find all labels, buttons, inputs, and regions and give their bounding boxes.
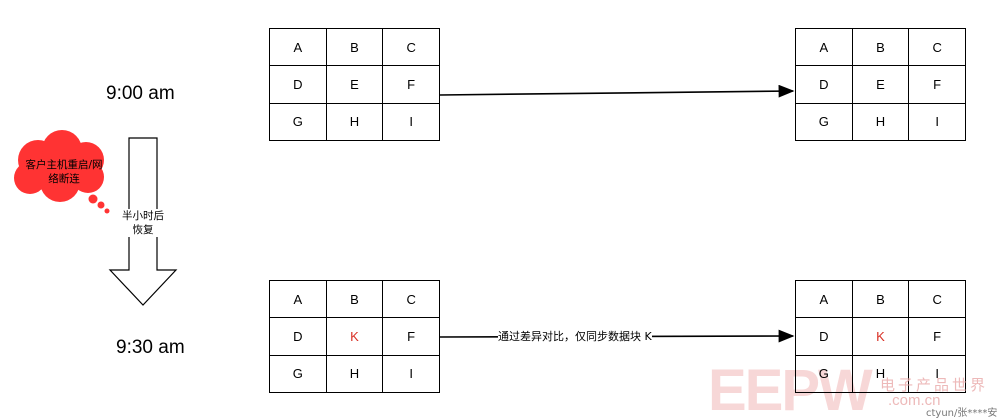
data-block-cell: B [851,27,910,67]
data-block-cell: D [795,317,853,356]
data-block-cell: G [269,354,327,394]
time-label-end: 9:30 am [116,337,185,358]
data-block-cell: F [908,65,966,104]
data-block-cell: B [325,27,384,67]
data-block-cell: H [325,354,384,394]
data-block-cell: G [269,102,327,142]
thought-cloud-text: 客户主机重启/网 络断连 [16,158,112,186]
data-block-cell: I [382,102,440,142]
data-block-cell: G [795,354,853,394]
data-block-cell: B [851,279,910,319]
recover-line-1: 半小时后 [122,210,164,222]
time-label-start: 9:00 am [106,83,175,104]
data-block-cell: F [908,317,966,356]
data-block-cell: E [325,65,384,104]
data-block-cell: A [269,27,327,67]
cloud-line-1: 客户主机重启/网 [25,159,103,171]
data-block-cell: A [795,279,853,319]
thought-cloud-shape [14,130,110,214]
data-block-cell: C [908,279,966,319]
data-block-cell: C [382,27,440,67]
watermark-credit: ctyun/张****安 [926,408,998,419]
watermark-site: .com.cn [888,392,941,409]
data-block-cell: I [382,354,440,394]
recover-label: 半小时后 恢复 [116,209,170,237]
data-block-cell: G [795,102,853,142]
recover-line-2: 恢复 [132,224,154,236]
data-block-cell: C [908,27,966,67]
data-block-cell: I [908,354,966,394]
data-block-cell: B [325,279,384,319]
sync-label: 通过差异对比，仅同步数据块 K [498,330,652,344]
data-block-cell: F [382,65,440,104]
data-block-cell: A [269,279,327,319]
top-sync-arrow [439,84,795,98]
data-block-cell: K [325,317,384,356]
data-block-cell: H [851,102,910,142]
data-block-cell: A [795,27,853,67]
data-block-cell: C [382,279,440,319]
data-block-cell: D [269,65,327,104]
data-block-cell: F [382,317,440,356]
data-block-cell: K [851,317,910,356]
data-block-cell: H [325,102,384,142]
data-block-cell: I [908,102,966,142]
data-block-cell: H [851,354,910,394]
watermark-cn: 电子产品世界 [880,376,989,394]
data-block-cell: D [269,317,327,356]
cloud-line-2: 络断连 [48,173,80,185]
data-block-cell: D [795,65,853,104]
data-block-cell: E [851,65,910,104]
